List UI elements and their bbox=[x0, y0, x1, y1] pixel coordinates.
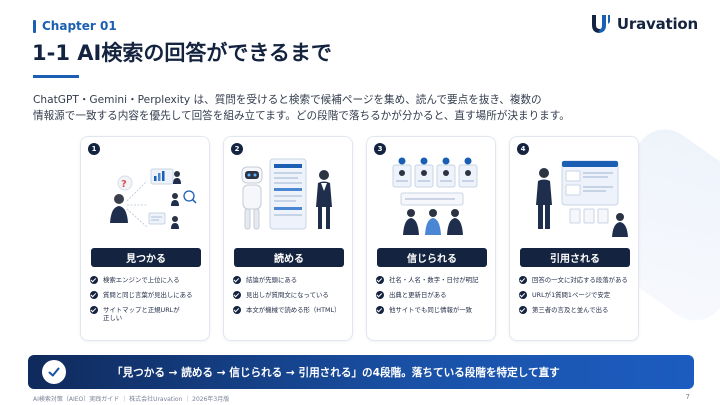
list-item: 出典と更新日がある bbox=[376, 291, 492, 299]
step-card-1: 1 ? 見つかる 検索エンジンで上位 bbox=[80, 136, 210, 341]
step-label: 見つかる bbox=[91, 248, 201, 267]
check-icon bbox=[233, 306, 241, 314]
step-number: 4 bbox=[517, 143, 529, 155]
search-discovery-illustration: ? bbox=[110, 168, 197, 229]
step-card-3: 3 信じられる bbox=[366, 136, 496, 341]
step-card-2: 2 読める bbox=[223, 136, 353, 341]
check-icon bbox=[90, 291, 98, 299]
page-title: 1-1 AI検索の回答ができるまで bbox=[32, 41, 332, 65]
step-number: 2 bbox=[231, 143, 243, 155]
check-icon bbox=[519, 306, 527, 314]
chapter-label: Chapter 01 bbox=[33, 19, 117, 33]
list-item: 回答の一文に対応する段落がある bbox=[519, 276, 635, 284]
step-label: 引用される bbox=[520, 248, 630, 267]
check-icon bbox=[376, 291, 384, 299]
list-item: サイトマップと正規URLが 正しい bbox=[90, 306, 206, 322]
intro-line-2: 情報源で一致する内容を優先して回答を組み立てます。どの段階で落ちるかが分かると、… bbox=[33, 110, 570, 122]
trust-verification-illustration bbox=[392, 157, 478, 235]
check-icon bbox=[376, 276, 384, 284]
brand-logo: Uravation bbox=[589, 12, 698, 36]
step-points: 検索エンジンで上位に入る 質問と同じ言葉が見出しにある サイトマップと正規URL… bbox=[90, 276, 206, 329]
svg-text:?: ? bbox=[121, 179, 127, 190]
summary-banner: 「見つかる → 読める → 信じられる → 引用される」の4段階。落ちている段階… bbox=[28, 355, 694, 389]
banner-badge bbox=[42, 360, 66, 384]
check-icon bbox=[90, 306, 98, 314]
check-icon bbox=[233, 291, 241, 299]
check-icon bbox=[376, 306, 384, 314]
intro-line-1: ChatGPT・Gemini・Perplexity は、質問を受けると検索で候補… bbox=[33, 94, 542, 106]
citation-illustration bbox=[536, 160, 628, 237]
step-card-4: 4 引用される 回答の一文に対応する段落がある bbox=[509, 136, 639, 341]
check-icon bbox=[519, 291, 527, 299]
list-item: 見出しが質問文になっている bbox=[233, 291, 349, 299]
uravation-logo-icon bbox=[591, 15, 610, 33]
step-points: 回答の一文に対応する段落がある URLが1質問1ページで安定 第三者の言及と並ん… bbox=[519, 276, 635, 321]
list-item: 質問と同じ言葉が見出しにある bbox=[90, 291, 206, 299]
step-points: 社名・人名・数字・日付が明記 出典と更新日がある 他サイトでも同じ情報が一致 bbox=[376, 276, 492, 321]
check-circle-icon bbox=[48, 367, 60, 377]
step-label: 信じられる bbox=[377, 248, 487, 267]
step-number: 1 bbox=[88, 143, 100, 155]
chapter-text: Chapter 01 bbox=[42, 19, 117, 33]
step-points: 結論が先頭にある 見出しが質問文になっている 本文が機械で読める形（HTML） bbox=[233, 276, 349, 321]
list-item: 第三者の言及と並んで出る bbox=[519, 306, 635, 314]
page-number: 7 bbox=[685, 393, 690, 401]
check-icon bbox=[90, 276, 98, 284]
intro-paragraph: ChatGPT・Gemini・Perplexity は、質問を受けると検索で候補… bbox=[33, 92, 683, 124]
check-icon bbox=[233, 276, 241, 284]
banner-text: 「見つかる → 読める → 信じられる → 引用される」の4段階。落ちている段階… bbox=[112, 366, 560, 379]
logo-text: Uravation bbox=[616, 15, 698, 33]
list-item: 社名・人名・数字・日付が明記 bbox=[376, 276, 492, 284]
check-icon bbox=[519, 276, 527, 284]
step-label: 読める bbox=[234, 248, 344, 267]
robot-reading-illustration bbox=[241, 158, 332, 230]
list-item: URLが1質問1ページで安定 bbox=[519, 291, 635, 299]
list-item: 結論が先頭にある bbox=[233, 276, 349, 284]
step-number: 3 bbox=[374, 143, 386, 155]
list-item: 本文が機械で読める形（HTML） bbox=[233, 306, 349, 314]
list-item: 他サイトでも同じ情報が一致 bbox=[376, 306, 492, 314]
footer-text: AI検索対策（AIEO）実践ガイド ｜ 株式会社Uravation ｜ 2026… bbox=[33, 396, 230, 403]
title-underline bbox=[33, 75, 79, 78]
chapter-accent-bar bbox=[33, 19, 36, 33]
list-item: 検索エンジンで上位に入る bbox=[90, 276, 206, 284]
